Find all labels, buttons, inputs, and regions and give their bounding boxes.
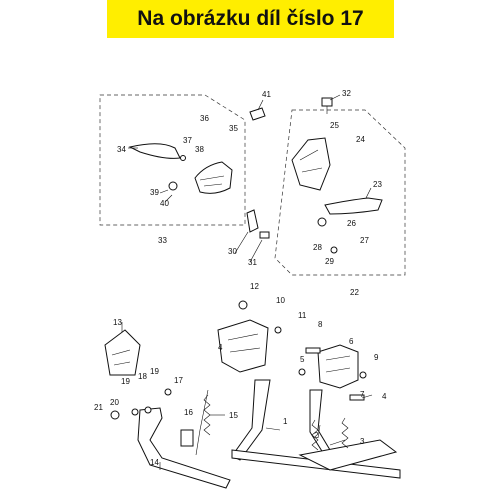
bolt-41 (249, 107, 266, 121)
callout-16: 16 (184, 408, 193, 417)
callout-21: 21 (94, 403, 103, 412)
callout-19b: 19 (150, 367, 159, 376)
callout-40: 40 (160, 199, 169, 208)
callout-38: 38 (195, 145, 204, 154)
callout-27: 27 (360, 236, 369, 245)
leader-lines (121, 94, 373, 470)
callout-4b: 4 (382, 392, 387, 401)
callout-5: 5 (300, 355, 305, 364)
callout-31: 31 (248, 258, 257, 267)
title-banner: Na obrázku díl číslo 17 (107, 0, 394, 38)
callout-26: 26 (347, 219, 356, 228)
banner-text: Na obrázku díl číslo 17 (137, 7, 364, 30)
callout-3: 3 (360, 437, 365, 446)
callout-13: 13 (113, 318, 122, 327)
right-footrest-assembly (291, 137, 383, 254)
callout-20: 20 (110, 398, 119, 407)
callout-35: 35 (229, 124, 238, 133)
bolt-32 (321, 97, 333, 114)
callout-11: 11 (298, 311, 307, 320)
callout-18: 18 (138, 372, 147, 381)
callout-33: 33 (158, 236, 167, 245)
bracket-30 (246, 209, 270, 239)
callout-labels: 41 32 36 35 37 34 38 39 40 33 25 24 23 2… (94, 89, 387, 467)
callout-10: 10 (276, 296, 285, 305)
callout-24: 24 (356, 135, 365, 144)
callout-19a: 19 (121, 377, 130, 386)
callout-39: 39 (150, 188, 159, 197)
callout-8: 8 (318, 320, 323, 329)
callout-15: 15 (229, 411, 238, 420)
callout-4a: 4 (218, 343, 223, 352)
callout-30: 30 (228, 247, 237, 256)
callout-32: 32 (342, 89, 351, 98)
callout-17: 17 (174, 376, 183, 385)
callout-25: 25 (330, 121, 339, 130)
callout-37: 37 (183, 136, 192, 145)
center-stand-assembly (217, 300, 401, 479)
group-box-22 (274, 109, 406, 276)
callout-9: 9 (374, 353, 379, 362)
callout-6: 6 (349, 337, 354, 346)
group-box-33 (99, 94, 246, 226)
callout-28: 28 (313, 243, 322, 252)
callout-2: 2 (314, 431, 319, 440)
callout-29: 29 (325, 257, 334, 266)
callout-23: 23 (373, 180, 382, 189)
callout-14: 14 (150, 458, 159, 467)
callout-41: 41 (262, 90, 271, 99)
callout-34: 34 (117, 145, 126, 154)
side-stand-assembly (104, 329, 231, 489)
left-footrest-assembly (128, 143, 233, 194)
callout-12: 12 (250, 282, 259, 291)
callout-1: 1 (283, 417, 288, 426)
callout-22: 22 (350, 288, 359, 297)
callout-7: 7 (360, 390, 365, 399)
callout-36: 36 (200, 114, 209, 123)
